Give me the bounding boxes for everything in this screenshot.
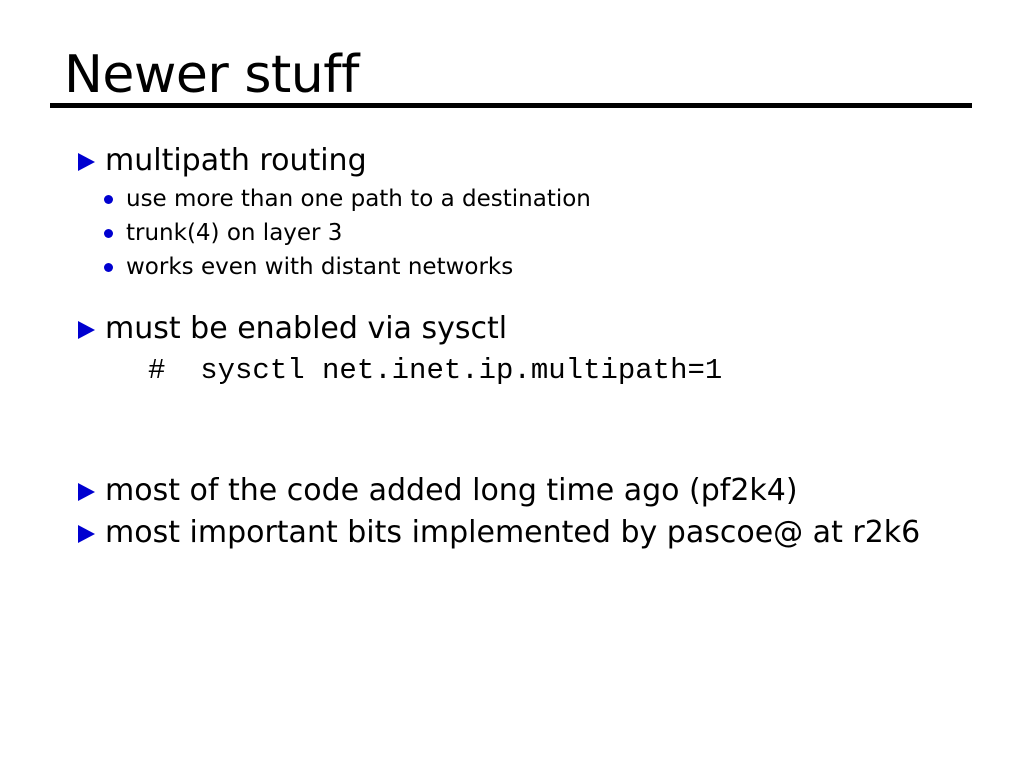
bullet-label: most important bits implemented by pasco…: [105, 515, 921, 550]
triangle-bullet-icon: [78, 483, 95, 501]
triangle-bullet-icon: [78, 525, 95, 543]
dot-bullet-icon: [104, 195, 113, 204]
bullet-code-added-long-time-ago: most of the code added long time ago (pf…: [0, 470, 1024, 512]
bullet-label: must be enabled via sysctl: [105, 311, 508, 346]
slide-body: multipath routing use more than one path…: [0, 140, 1024, 554]
subbullet-label: use more than one path to a destination: [126, 186, 591, 212]
triangle-bullet-icon: [78, 321, 95, 339]
bullet-must-be-enabled-via-sysctl: must be enabled via sysctl: [0, 308, 1024, 350]
title-divider: [50, 103, 972, 108]
subbullet-trunk-layer3: trunk(4) on layer 3: [0, 216, 1024, 250]
bullet-label: most of the code added long time ago (pf…: [105, 473, 798, 508]
section-spacer: [0, 392, 1024, 470]
bullet-label: multipath routing: [105, 143, 367, 178]
sysctl-command: # sysctl net.inet.ip.multipath=1: [148, 354, 723, 387]
section-spacer: [0, 284, 1024, 308]
subbullet-use-more-than-one-path: use more than one path to a destination: [0, 182, 1024, 216]
dot-bullet-icon: [104, 263, 113, 272]
triangle-bullet-icon: [78, 153, 95, 171]
dot-bullet-icon: [104, 229, 113, 238]
bullet-implemented-by-pascoe: most important bits implemented by pasco…: [0, 512, 1024, 554]
subbullet-label: trunk(4) on layer 3: [126, 220, 343, 246]
subbullet-label: works even with distant networks: [126, 254, 514, 280]
bullet-multipath-routing: multipath routing: [0, 140, 1024, 182]
page-title: Newer stuff: [64, 45, 359, 105]
subbullet-distant-networks: works even with distant networks: [0, 250, 1024, 284]
